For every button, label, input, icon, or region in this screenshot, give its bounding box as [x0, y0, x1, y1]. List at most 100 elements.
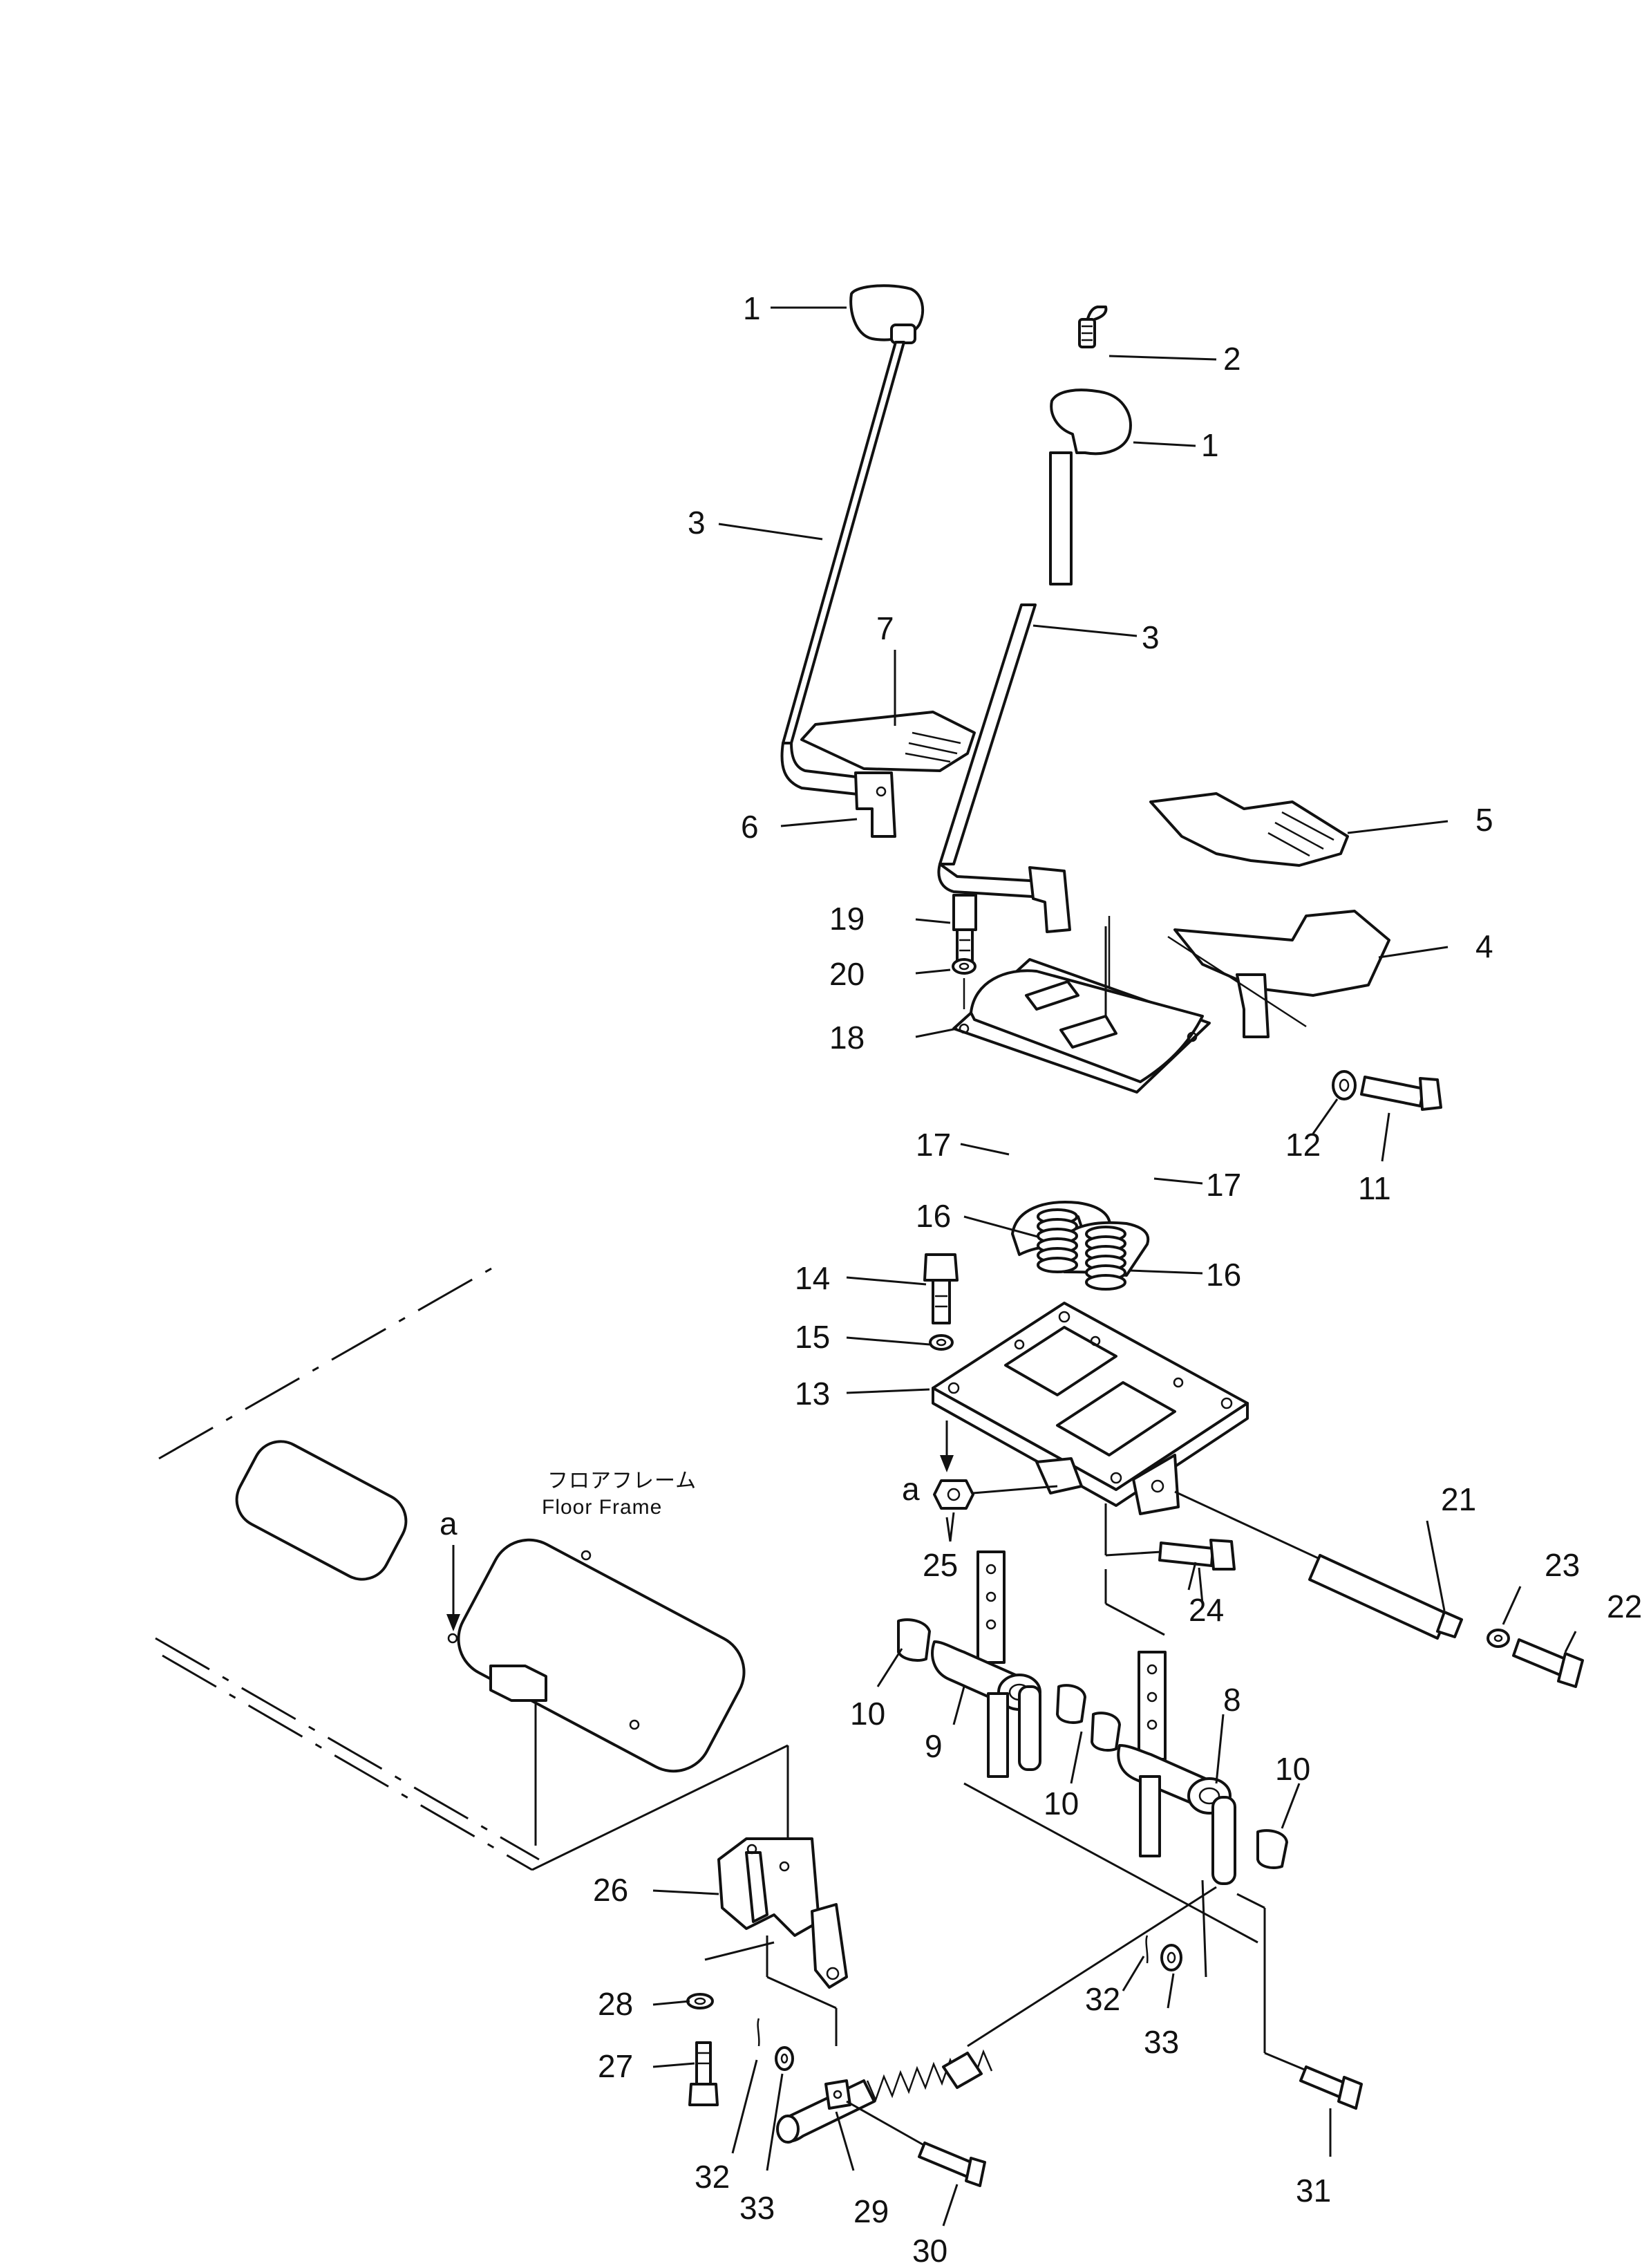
floor-frame: フロアフレーム Floor Frame a: [155, 1264, 789, 1871]
callout-29: 29: [853, 2193, 889, 2229]
washer-33-left: [775, 2046, 794, 2071]
washer-20: [952, 958, 977, 975]
lever-plate-left: [800, 711, 976, 772]
callout-10-c: 10: [1275, 1751, 1310, 1787]
callout-10-b: 10: [1044, 1786, 1079, 1821]
callout-30: 30: [912, 2233, 947, 2268]
pin-30: [918, 2142, 976, 2179]
bolt-14: [932, 1279, 951, 1324]
callout-25: 25: [923, 1547, 958, 1583]
bolt-14-assembly: [923, 1253, 959, 1351]
callout-23: 23: [1545, 1547, 1580, 1583]
lever-arms: [897, 1550, 1288, 1978]
callout-numbers: 1 2 1 3 3 7 5 6 4 19 20 18 12 11 17 17 1…: [593, 290, 1642, 2268]
callout-7: 7: [876, 610, 894, 646]
plate-slot-left: [1004, 1326, 1117, 1396]
spring-rod-assembly: [757, 1886, 1363, 2187]
callout-32-right: 32: [1085, 1981, 1120, 2017]
spring-16-right-coil: [1085, 1274, 1126, 1291]
callout-2: 2: [1223, 341, 1241, 377]
callout-10-a: 10: [850, 1696, 885, 1732]
callout-3-left: 3: [688, 505, 706, 541]
rod-clevis-29: [824, 2079, 851, 2110]
bolt-19-head: [952, 894, 977, 931]
callout-17-right: 17: [1206, 1167, 1241, 1203]
right-lever-assembly: [937, 306, 1390, 1038]
view-marker-a-floor: a: [440, 1506, 457, 1541]
lever-rod-left: [782, 341, 905, 744]
washer-23: [1487, 1629, 1510, 1648]
callout-1-left: 1: [743, 290, 761, 326]
cotter-pin-32-left: [757, 2018, 760, 2047]
callout-16-right: 16: [1206, 1257, 1241, 1293]
lever-knob-right: [1050, 388, 1132, 456]
cover-assembly: [952, 894, 1211, 1094]
lever-arm-9-top: [977, 1550, 1006, 1664]
callout-21: 21: [1441, 1481, 1476, 1517]
lever-plate-4: [1173, 910, 1390, 997]
bolt-14-head: [923, 1253, 959, 1282]
base-plate-13: a: [902, 1302, 1249, 1515]
leader-lines-lower: [652, 1517, 1577, 2227]
floor-frame-label-en: Floor Frame: [542, 1496, 662, 1519]
leader-lines: [718, 306, 1449, 1394]
plate-lower-lug: [1035, 1457, 1083, 1494]
lever-bracket-left: [854, 771, 896, 838]
callout-28: 28: [598, 1986, 633, 2022]
callout-9: 9: [925, 1728, 943, 1764]
lever-bracket-4: [1236, 973, 1270, 1038]
callout-14: 14: [795, 1260, 830, 1296]
callout-22: 22: [1607, 1588, 1642, 1624]
callout-4: 4: [1475, 928, 1493, 964]
shaft-21: [1308, 1554, 1449, 1640]
callout-27: 27: [598, 2048, 633, 2084]
callout-31: 31: [1296, 2173, 1331, 2209]
base-plate-13-top: [932, 1302, 1249, 1491]
callout-15: 15: [795, 1319, 830, 1355]
callout-17-left: 17: [916, 1127, 951, 1163]
floor-frame-label-jp: フロアフレーム: [547, 1470, 697, 1492]
bracket-26: [717, 1837, 820, 1937]
bolt-11-assembly: [1332, 1070, 1442, 1111]
left-lever-assembly: [780, 284, 976, 838]
bracket-26-assembly: [686, 1745, 848, 2106]
lever-plate-5: [1149, 792, 1349, 867]
callout-8: 8: [1223, 1682, 1241, 1718]
callout-3-right: 3: [1142, 619, 1160, 655]
callout-1-right: 1: [1201, 427, 1219, 463]
view-marker-a-plate: a: [902, 1471, 920, 1507]
spring-16-left-coils: [1037, 1208, 1078, 1273]
floor-opening-large: [457, 1538, 746, 1773]
floor-opening-small: [235, 1440, 408, 1581]
callout-24: 24: [1189, 1592, 1224, 1628]
floor-bracket: [489, 1665, 547, 1702]
spring-16-left-coil: [1037, 1257, 1078, 1273]
lever-bracket-right: [1028, 866, 1071, 933]
washer-33-right: [1160, 1944, 1182, 1971]
bushing-10-d: [1256, 1829, 1288, 1869]
plate-bracket-right: [1132, 1454, 1180, 1515]
washer-15: [929, 1334, 954, 1351]
bushing-10-c: [1091, 1712, 1121, 1752]
cotter-pin-32-right: [1145, 1935, 1149, 1964]
bushing-10-a: [897, 1618, 931, 1662]
lever-arm-8-top: [1138, 1651, 1167, 1761]
bushing-10-b: [1056, 1684, 1086, 1724]
lever-rod-right-lower: [938, 603, 1037, 865]
nut-25: [933, 1479, 974, 1510]
callout-18: 18: [829, 1020, 865, 1056]
callout-26: 26: [593, 1872, 628, 1908]
callout-16-left: 16: [916, 1198, 951, 1234]
callout-33-left: 33: [739, 2190, 775, 2226]
callout-32-left: 32: [695, 2159, 730, 2195]
lever-arm-9-bottom: [987, 1692, 1009, 1778]
callout-11: 11: [1358, 1170, 1391, 1206]
callout-33-right: 33: [1144, 2024, 1179, 2060]
callout-20: 20: [829, 956, 865, 992]
seats-17: [1011, 1201, 1150, 1277]
spring-16-right-coils: [1085, 1226, 1126, 1291]
bolt-24: [1158, 1541, 1214, 1567]
plate-slot-right: [1056, 1381, 1176, 1456]
callout-5: 5: [1475, 802, 1493, 838]
